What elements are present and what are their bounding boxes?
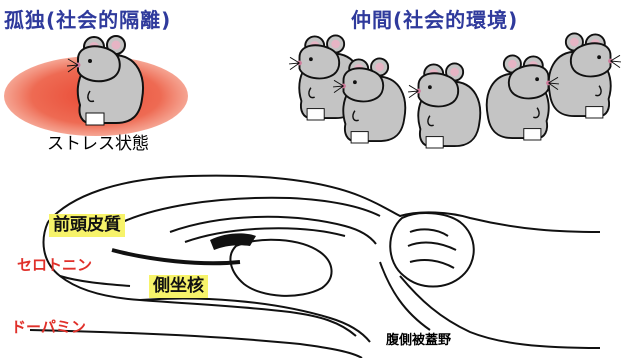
prefrontal-cortex-label: 前頭皮質 (49, 214, 125, 237)
group-mouse (549, 33, 621, 118)
mouse-group (289, 33, 621, 148)
isolation-title: 孤独(社会的隔離) (4, 10, 171, 30)
vta-label: 腹側被蓋野 (386, 334, 451, 347)
serotonin-label: セロトニン (17, 258, 92, 273)
group-mouse (487, 55, 559, 140)
nucleus-accumbens-label: 側坐核 (149, 275, 208, 298)
group-title: 仲間(社会的環境) (351, 10, 518, 30)
fiber-tract (112, 250, 240, 263)
group-mouse (408, 63, 480, 148)
brain-outline (30, 176, 600, 358)
dopamine-label: ドーパミン (11, 320, 86, 335)
stress-state-label: ストレス状態 (47, 136, 149, 153)
ventricle-shape (210, 233, 256, 250)
